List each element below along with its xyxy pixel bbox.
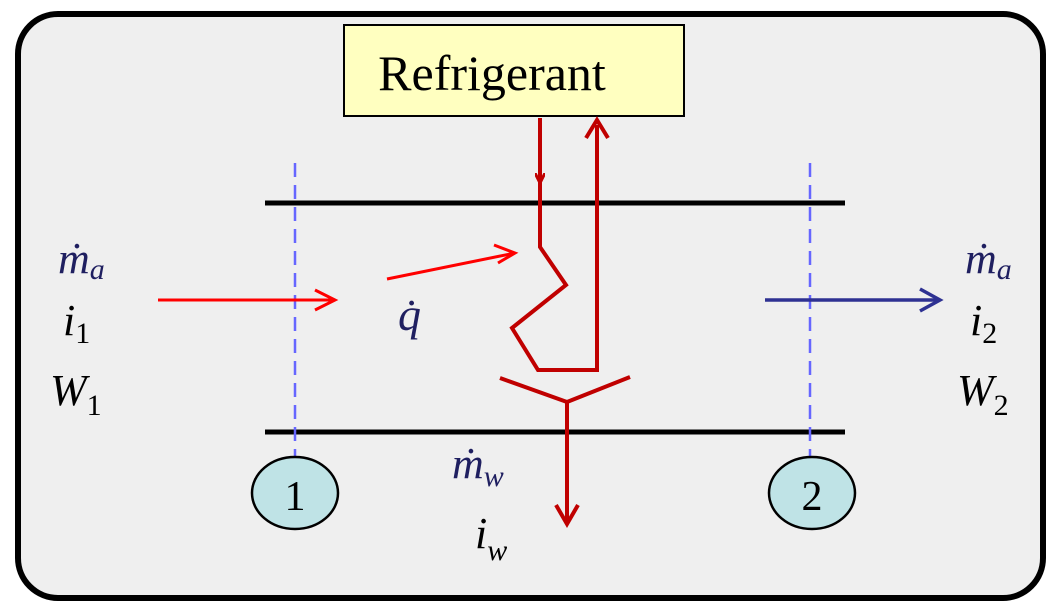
outlet-mass-flow: ṁa — [965, 234, 1012, 286]
inlet-humidity-ratio: W1 — [50, 366, 102, 422]
outlet-air-arrow — [765, 287, 944, 313]
inlet-mass-flow: ṁa — [58, 234, 105, 286]
condensate-mass-flow: ṁw — [452, 439, 504, 493]
refrigerant-coil — [509, 116, 610, 372]
diagram-panel — [15, 11, 1046, 601]
inlet-labels: ṁa i1 W1 — [50, 234, 105, 422]
heat-transfer-arrow — [386, 243, 519, 281]
heat-rate-label: q̇ — [398, 289, 421, 340]
station-2-label: 2 — [802, 474, 823, 520]
inlet-enthalpy: i1 — [63, 296, 90, 350]
station-2: 2 — [767, 455, 857, 531]
station-1-label: 1 — [285, 474, 306, 520]
station-1: 1 — [250, 455, 340, 531]
outlet-humidity-ratio: W2 — [957, 366, 1009, 422]
condensate-tray — [499, 375, 631, 528]
condensate-enthalpy: iw — [475, 509, 507, 567]
refrigerant-box: Refrigerant — [343, 24, 685, 117]
condensate-labels: ṁw iw — [452, 439, 507, 567]
outlet-labels: ṁa i2 W2 — [957, 234, 1012, 422]
refrigerant-label: Refrigerant — [378, 45, 606, 101]
inlet-air-arrow — [158, 288, 339, 312]
outlet-enthalpy: i2 — [970, 296, 997, 350]
